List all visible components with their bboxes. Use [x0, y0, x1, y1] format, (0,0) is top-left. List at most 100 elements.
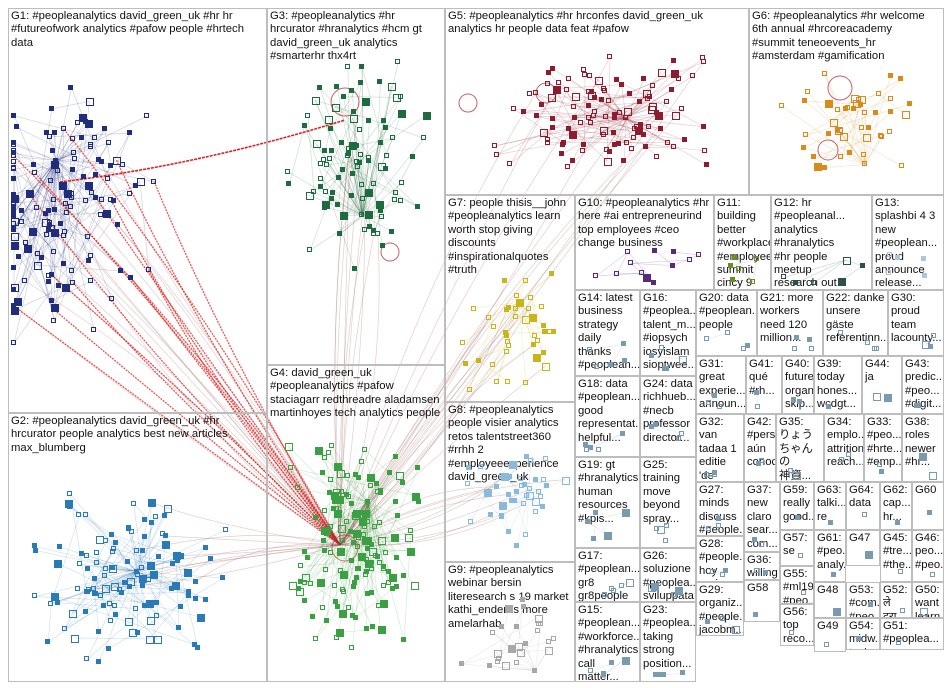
node[interactable]	[359, 64, 365, 70]
node[interactable]	[600, 127, 609, 136]
node[interactable]	[605, 97, 611, 103]
node[interactable]	[379, 599, 388, 608]
node[interactable]	[323, 531, 329, 537]
node[interactable]	[358, 182, 364, 188]
node[interactable]	[663, 538, 669, 543]
node[interactable]	[621, 656, 630, 665]
node[interactable]	[62, 201, 68, 207]
node[interactable]	[361, 227, 367, 233]
node[interactable]	[830, 118, 839, 127]
node[interactable]	[860, 151, 866, 157]
node[interactable]	[368, 548, 377, 557]
node[interactable]	[847, 149, 853, 155]
node[interactable]	[53, 559, 62, 568]
node[interactable]	[503, 330, 509, 336]
node[interactable]	[349, 501, 355, 507]
node[interactable]	[902, 111, 911, 120]
node[interactable]	[48, 600, 54, 606]
node[interactable]	[313, 140, 322, 149]
node[interactable]	[540, 504, 545, 510]
node[interactable]	[85, 565, 91, 571]
node[interactable]	[526, 90, 532, 96]
node[interactable]	[835, 106, 841, 112]
node[interactable]	[686, 256, 692, 262]
node[interactable]	[148, 499, 157, 508]
node[interactable]	[861, 110, 867, 116]
node[interactable]	[61, 233, 67, 239]
node[interactable]	[47, 178, 53, 184]
node[interactable]	[663, 523, 669, 529]
node[interactable]	[111, 603, 117, 609]
node[interactable]	[493, 151, 499, 157]
node[interactable]	[916, 403, 922, 409]
node[interactable]	[533, 113, 539, 119]
node[interactable]	[349, 115, 358, 124]
node[interactable]	[74, 585, 80, 591]
node[interactable]	[50, 197, 56, 203]
node[interactable]	[754, 568, 760, 574]
node[interactable]	[592, 510, 598, 516]
node[interactable]	[596, 447, 602, 452]
node[interactable]	[620, 341, 626, 347]
node[interactable]	[398, 109, 407, 118]
node[interactable]	[328, 523, 334, 529]
node[interactable]	[701, 123, 707, 129]
node[interactable]	[583, 442, 589, 448]
node[interactable]	[407, 547, 416, 556]
node[interactable]	[133, 568, 139, 574]
node[interactable]	[307, 581, 313, 587]
node[interactable]	[731, 626, 740, 634]
node[interactable]	[364, 498, 370, 504]
node[interactable]	[65, 499, 74, 508]
node[interactable]	[142, 533, 148, 539]
node[interactable]	[544, 482, 550, 488]
node[interactable]	[810, 153, 816, 159]
node[interactable]	[512, 313, 518, 319]
node[interactable]	[521, 604, 527, 610]
node[interactable]	[24, 244, 33, 253]
node[interactable]	[173, 581, 179, 587]
node[interactable]	[415, 465, 421, 471]
node[interactable]	[108, 162, 114, 168]
node[interactable]	[581, 142, 587, 148]
node[interactable]	[582, 72, 588, 78]
node[interactable]	[359, 195, 365, 201]
node[interactable]	[670, 262, 676, 268]
node[interactable]	[700, 59, 706, 65]
node[interactable]	[337, 230, 343, 236]
node[interactable]	[717, 404, 723, 409]
node[interactable]	[928, 472, 937, 480]
node[interactable]	[178, 603, 184, 609]
node[interactable]	[544, 139, 550, 145]
node[interactable]	[345, 473, 351, 479]
node[interactable]	[528, 313, 537, 322]
node[interactable]	[591, 95, 597, 101]
node[interactable]	[871, 346, 877, 351]
node[interactable]	[11, 233, 19, 242]
node[interactable]	[134, 571, 140, 577]
node[interactable]	[578, 119, 584, 125]
node[interactable]	[834, 126, 843, 135]
node[interactable]	[74, 119, 80, 125]
node[interactable]	[121, 579, 127, 585]
node[interactable]	[140, 583, 146, 589]
node[interactable]	[532, 667, 538, 673]
node[interactable]	[78, 113, 87, 122]
node[interactable]	[561, 140, 567, 146]
node[interactable]	[862, 161, 868, 167]
node[interactable]	[350, 540, 356, 546]
node[interactable]	[825, 130, 831, 136]
node[interactable]	[69, 267, 75, 273]
node[interactable]	[405, 534, 414, 543]
node[interactable]	[397, 198, 403, 204]
node[interactable]	[595, 76, 604, 85]
node[interactable]	[98, 212, 104, 218]
node[interactable]	[95, 628, 101, 634]
node[interactable]	[522, 380, 528, 386]
node[interactable]	[91, 591, 97, 597]
node[interactable]	[328, 442, 334, 448]
node[interactable]	[627, 260, 633, 266]
node[interactable]	[350, 612, 356, 618]
node[interactable]	[48, 272, 54, 278]
node[interactable]	[621, 158, 627, 164]
